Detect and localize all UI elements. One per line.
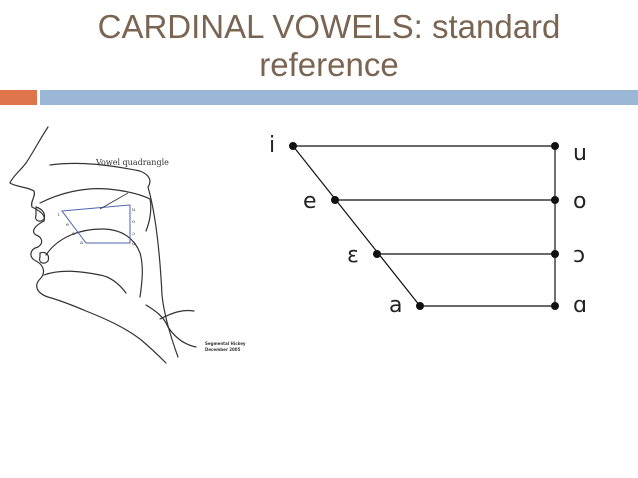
figure-credit-line-2: December 2005 — [205, 347, 241, 352]
front-vowel-point-2 — [331, 196, 339, 204]
tract-mark-o: o — [132, 219, 135, 225]
lower-teeth-outline — [39, 251, 50, 264]
back-vowel-point-3 — [551, 250, 559, 258]
back-vowel-point-4 — [551, 302, 559, 310]
front-vowel-point-4 — [416, 302, 424, 310]
back-vowel-label-4: ɑ — [573, 293, 587, 318]
vocal-folds-outline — [159, 309, 195, 320]
upper-teeth-outline — [35, 206, 46, 222]
front-vowel-point-1 — [289, 142, 297, 150]
slide-title-line-2: reference — [259, 46, 399, 83]
title-accent-bar-orange — [0, 90, 37, 105]
tract-mark-u: u — [132, 207, 136, 213]
quad-front-edge — [292, 145, 421, 307]
tongue-outline — [45, 228, 143, 298]
front-vowel-label-4: a — [389, 293, 402, 318]
tract-mark-i: i — [58, 212, 60, 218]
front-vowel-point-3 — [373, 250, 381, 258]
pharynx-wall-outline — [147, 186, 179, 358]
figure-credit-line-1: Segmental Hickey — [205, 341, 246, 346]
slide-title-line-1: CARDINAL VOWELS: standard — [97, 8, 561, 45]
vocal-tract-diagram: Vowel quadrangle i e ε a u o ɔ ɑ Segment… — [9, 126, 246, 364]
front-vowel-label-3: ε — [347, 243, 359, 268]
front-vowel-label-1: i — [269, 133, 275, 158]
hard-palate-outline — [39, 188, 151, 204]
quadrangle-label-leader — [99, 192, 129, 210]
front-vowel-label-2: e — [303, 189, 317, 214]
nose-outline — [9, 126, 167, 364]
tract-vowel-quadrangle — [61, 204, 131, 244]
velum-outline — [145, 198, 152, 232]
vowel-quadrangle-label: Vowel quadrangle — [95, 158, 169, 167]
nasal-cavity-outline — [49, 162, 151, 188]
back-vowel-label-1: u — [573, 141, 587, 166]
slide-title: CARDINAL VOWELS: standard reference — [40, 8, 618, 84]
tract-mark-e: e — [66, 222, 69, 228]
back-vowel-label-3: ɔ — [573, 243, 585, 268]
cardinal-vowel-quadrilateral: i e ε a uo ɔɑ — [269, 133, 587, 318]
back-vowel-label-2: o — [573, 189, 586, 214]
back-vowel-point-1 — [551, 142, 559, 150]
tract-mark-alpha: ɑ — [132, 241, 136, 247]
larynx-outline — [145, 304, 197, 348]
tract-mark-open-o: ɔ — [132, 231, 135, 237]
back-vowel-point-2 — [551, 196, 559, 204]
tract-mark-epsilon: ε — [72, 231, 75, 237]
lower-jaw-outline — [43, 270, 127, 294]
tract-mark-a: a — [80, 240, 83, 246]
title-accent-bar-blue — [40, 90, 638, 105]
